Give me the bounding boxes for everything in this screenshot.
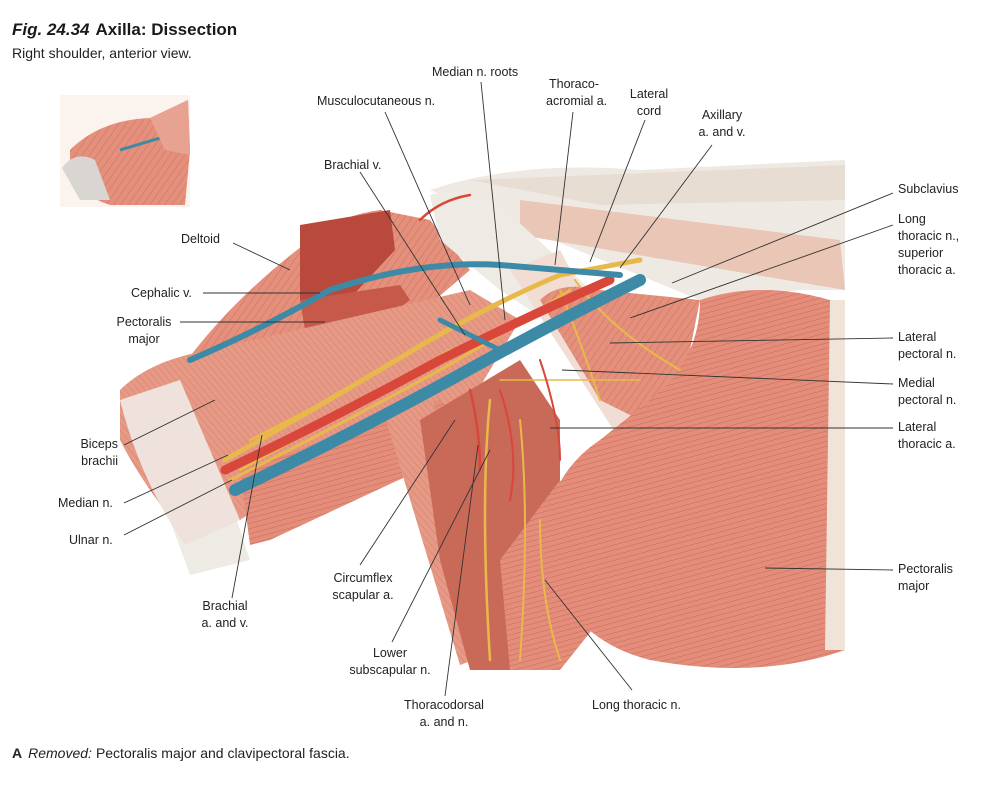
caption-letter: A bbox=[12, 745, 23, 761]
label-axillary-line1: Axillary bbox=[701, 108, 743, 122]
label-pectoralis-major-left-line2: major bbox=[128, 332, 160, 346]
label-brachial-av-line2: a. and v. bbox=[201, 616, 249, 630]
label-lateral-pectoral-line2: pectoral n. bbox=[898, 347, 957, 361]
arteries bbox=[220, 193, 615, 501]
figure-title-text: Axilla: Dissection bbox=[95, 20, 238, 39]
label-brachial-v: Brachial v. bbox=[324, 158, 382, 172]
label-medial-pectoral-n: Medial pectoral n. bbox=[898, 375, 956, 409]
pectoralis-major-right bbox=[544, 290, 845, 668]
label-lateral-cord-line2: cord bbox=[636, 104, 662, 118]
leader-lines bbox=[123, 81, 894, 697]
label-biceps-line2: brachii bbox=[81, 454, 118, 468]
label-long-thoracic-line2: thoracic n., bbox=[898, 229, 960, 243]
label-thoracodorsal-line1: Thoracodorsal bbox=[404, 698, 484, 712]
label-circumflex-scapular: Circumflex scapular a. bbox=[324, 570, 402, 604]
label-pectoralis-major-right-line2: major bbox=[898, 579, 930, 593]
label-lower-subscapular: Lower subscapular n. bbox=[344, 645, 436, 679]
label-subclavius: Subclavius bbox=[898, 182, 959, 196]
figure-title: Fig. 24.34 Axilla: Dissection bbox=[12, 20, 237, 40]
label-thoracoacromial-line2: acromial a. bbox=[546, 94, 608, 108]
label-lower-subscapular-line2: subscapular n. bbox=[349, 663, 431, 677]
label-deltoid: Deltoid bbox=[181, 232, 220, 246]
figure-subtitle: Right shoulder, anterior view. bbox=[12, 45, 192, 61]
label-thoracodorsal: Thoracodorsal a. and n. bbox=[398, 697, 490, 731]
pectoralis-minor bbox=[540, 286, 700, 420]
label-biceps-line1: Biceps bbox=[80, 437, 118, 451]
label-biceps-brachii: Biceps brachii bbox=[60, 436, 118, 470]
label-lateral-thoracic-line1: Lateral bbox=[898, 420, 937, 434]
label-lateral-cord-line1: Lateral bbox=[629, 87, 669, 101]
label-thoracoacromial-line1: Thoraco- bbox=[548, 77, 600, 91]
label-brachial-av-line1: Brachial bbox=[202, 599, 248, 613]
label-brachial-a-v: Brachial a. and v. bbox=[196, 598, 254, 632]
label-lateral-pectoral-line1: Lateral bbox=[898, 330, 937, 344]
label-pectoralis-major-right: Pectoralis major bbox=[898, 561, 953, 595]
figure-caption: A Removed:Pectoralis major and clavipecto… bbox=[12, 745, 350, 761]
label-long-thoracic-line1: Long bbox=[898, 212, 926, 226]
label-median-roots: Median n. roots bbox=[432, 65, 519, 79]
label-pectoralis-major-right-line1: Pectoralis bbox=[898, 562, 953, 576]
label-long-thoracic-line3: superior bbox=[898, 246, 944, 260]
label-lateral-pectoral-n: Lateral pectoral n. bbox=[898, 329, 956, 363]
label-lateral-thoracic-a: Lateral thoracic a. bbox=[898, 419, 956, 453]
label-medial-pectoral-line1: Medial bbox=[898, 376, 935, 390]
label-long-thoracic-superior: Long thoracic n., superior thoracic a. bbox=[898, 211, 959, 279]
label-thoracodorsal-line2: a. and n. bbox=[419, 715, 469, 729]
label-median-n: Median n. bbox=[58, 496, 113, 510]
figure-number: Fig. 24.34 bbox=[12, 20, 90, 39]
label-ulnar-n: Ulnar n. bbox=[69, 533, 113, 547]
label-axillary: Axillary a. and v. bbox=[694, 107, 750, 141]
label-long-thoracic-bottom: Long thoracic n. bbox=[592, 698, 681, 712]
label-axillary-line2: a. and v. bbox=[698, 125, 746, 139]
label-cephalic-v: Cephalic v. bbox=[131, 286, 192, 300]
label-lower-subscapular-line1: Lower bbox=[372, 646, 408, 660]
chest-wall-background bbox=[430, 160, 845, 300]
inset-thumbnail bbox=[60, 95, 190, 207]
label-musculocutaneous: Musculocutaneous n. bbox=[317, 94, 436, 108]
veins bbox=[187, 261, 646, 496]
label-long-thoracic-line4: thoracic a. bbox=[898, 263, 956, 277]
label-medial-pectoral-line2: pectoral n. bbox=[898, 393, 957, 407]
caption-text: Pectoralis major and clavipectoral fasci… bbox=[95, 745, 350, 761]
label-pectoralis-major-left: Pectoralis major bbox=[110, 314, 178, 348]
caption-removed-label: Removed: bbox=[28, 745, 92, 761]
label-thoracoacromial: Thoraco- acromial a. bbox=[546, 76, 608, 110]
label-circumflex-line2: scapular a. bbox=[332, 588, 394, 602]
label-lateral-thoracic-line2: thoracic a. bbox=[898, 437, 956, 451]
label-circumflex-line1: Circumflex bbox=[333, 571, 393, 585]
label-pectoralis-major-left-line1: Pectoralis bbox=[116, 315, 172, 329]
label-lateral-cord: Lateral cord bbox=[626, 86, 672, 120]
